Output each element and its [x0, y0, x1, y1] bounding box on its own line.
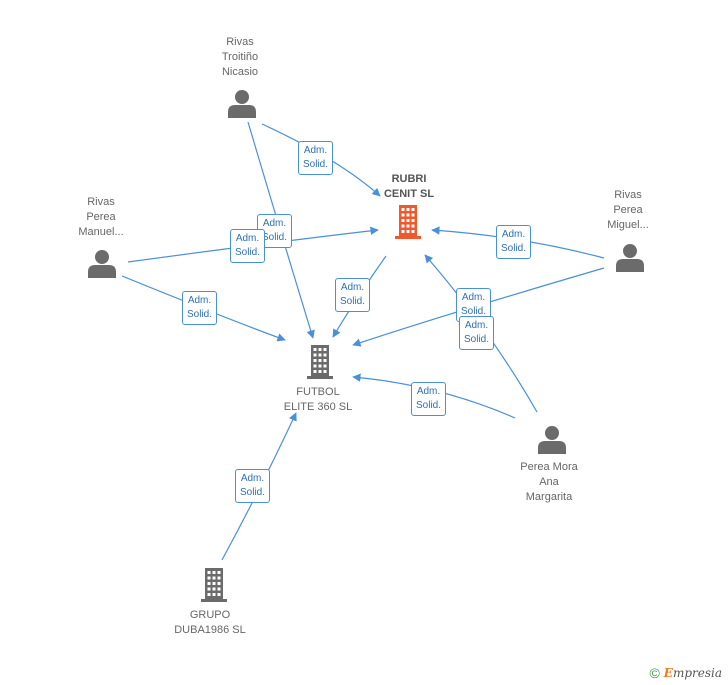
edge-label-perea_mora-to-futbol[interactable]: Adm. Solid.	[411, 382, 447, 416]
brand-rest: mpresia	[672, 666, 722, 680]
edge-label-perea_mora-to-rubri[interactable]: Adm. Solid.	[459, 316, 495, 350]
node-label-line: Perea	[613, 204, 643, 216]
copyright-symbol: ©	[649, 665, 660, 681]
node-label-line: Miguel...	[607, 219, 649, 231]
building-icon[interactable]	[201, 568, 227, 602]
edge-label-line: Adm.	[240, 473, 265, 484]
node-label-rubri[interactable]: RUBRI CENIT SL	[369, 172, 449, 202]
node-label-line: Rivas	[87, 196, 115, 208]
person-icon[interactable]	[538, 426, 566, 454]
edge-label-line: Adm.	[187, 295, 212, 306]
edge-label-line: Solid.	[461, 306, 487, 317]
edge-label-line: Solid.	[235, 247, 261, 258]
brand-logo[interactable]: Empresia	[664, 666, 722, 680]
node-label-line: Ana	[539, 476, 559, 488]
edge-label-line: Solid.	[501, 243, 527, 254]
building-icon[interactable]	[307, 345, 333, 379]
edge-label-grupo-to-futbol[interactable]: Adm. Solid.	[235, 469, 271, 503]
edge-label-line: Adm.	[461, 292, 486, 303]
node-label-line: FUTBOL	[296, 386, 340, 398]
node-label-line: CENIT SL	[383, 188, 435, 200]
edge-label-line: Solid.	[187, 309, 213, 320]
node-label-line: Rivas	[226, 36, 254, 48]
node-label-line: DUBA1986 SL	[174, 624, 246, 636]
building-icon[interactable]	[395, 205, 421, 239]
person-icon[interactable]	[88, 250, 116, 278]
edge-label-line: Adm.	[235, 233, 260, 244]
node-label-grupo[interactable]: GRUPO DUBA1986 SL	[160, 608, 260, 638]
node-label-line: Manuel...	[78, 226, 124, 238]
node-label-line: Rivas	[614, 189, 642, 201]
edge-label-line: Solid.	[262, 232, 288, 243]
edge-label-rivas_miguel-to-rubri[interactable]: Adm. Solid.	[496, 225, 532, 259]
edge-label-line: Adm.	[464, 320, 489, 331]
node-label-line: RUBRI	[391, 173, 427, 185]
edge-label-line: Solid.	[340, 296, 366, 307]
edge-label-line: Adm.	[340, 282, 365, 293]
edge-label-rubri-to-futbol[interactable]: Adm. Solid.	[335, 278, 371, 312]
edge-label-line: Solid.	[464, 334, 490, 345]
node-label-line: Margarita	[525, 491, 573, 503]
edge-label-line: Adm.	[303, 145, 328, 156]
edge-label-line: Solid.	[303, 159, 329, 170]
node-label-line: Perea	[86, 211, 116, 223]
edge-label-rivas_manuel-to-futbol[interactable]: Adm. Solid.	[182, 291, 218, 325]
node-label-line: Troitiño	[221, 51, 259, 63]
edge-label-line: Adm.	[501, 229, 526, 240]
node-label-line: Perea Mora	[520, 461, 578, 473]
edge-label-line: Solid.	[240, 487, 266, 498]
edge-label-rivas_manuel-to-rubri[interactable]: Adm. Solid.	[230, 229, 266, 263]
brand-initial: E	[663, 666, 673, 680]
person-icon[interactable]	[616, 244, 644, 272]
edge-label-rivas_troitino-to-rubri[interactable]: Adm. Solid.	[298, 141, 334, 175]
footer-credit: © Empresia	[649, 665, 722, 681]
icons-layer	[88, 90, 644, 602]
person-icon[interactable]	[228, 90, 256, 118]
edge-label-line: Adm.	[416, 386, 441, 397]
edge-label-line: Solid.	[416, 400, 442, 411]
node-label-line: ELITE 360 SL	[283, 401, 353, 413]
node-label-line: Nicasio	[221, 66, 259, 78]
node-label-line: GRUPO	[189, 609, 231, 621]
node-label-futbol[interactable]: FUTBOL ELITE 360 SL	[268, 385, 368, 415]
edge-label-line: Adm.	[262, 218, 287, 229]
